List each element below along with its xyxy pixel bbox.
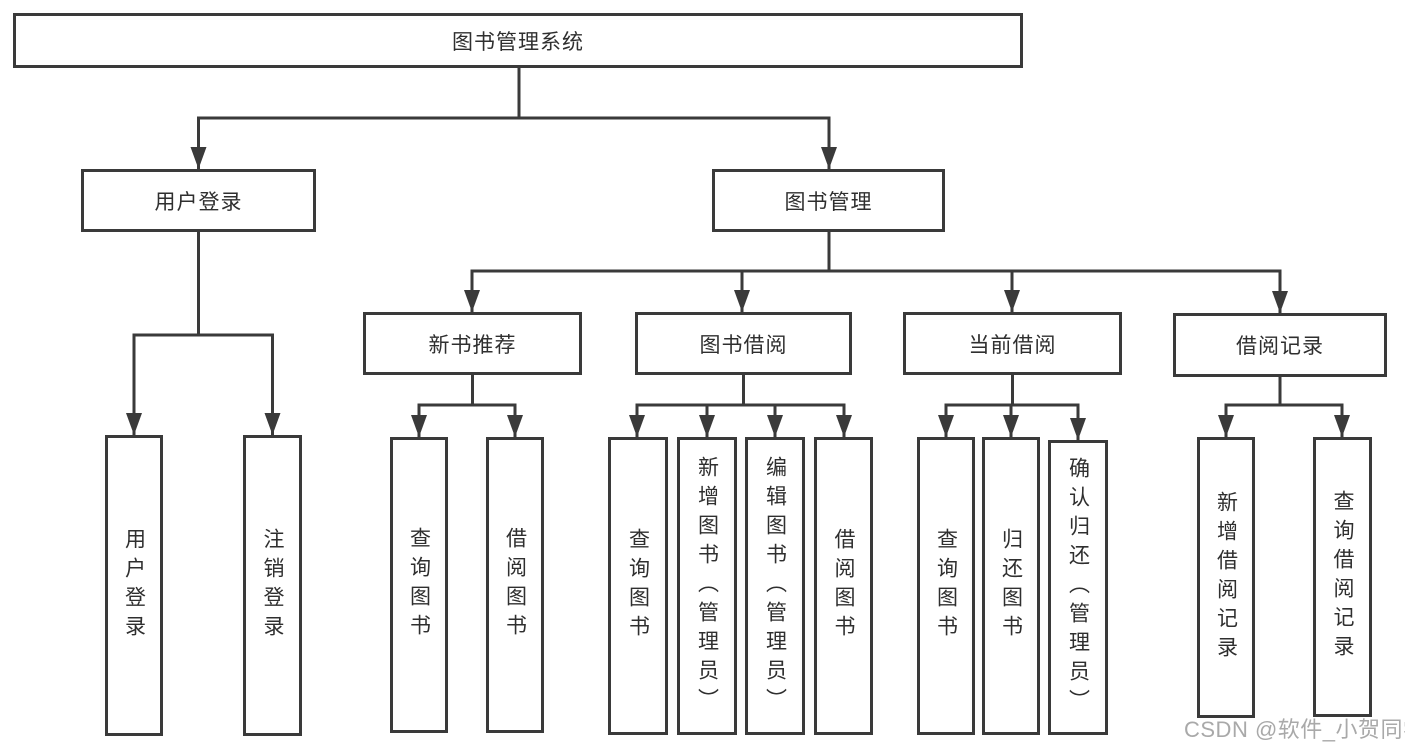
watermark-text: CSDN @软件_小贺同学 xyxy=(1184,717,1405,742)
node-leaf-return-book: 归还图书 xyxy=(982,437,1040,735)
node-user-login: 用户登录 xyxy=(81,169,316,232)
node-label: 用户登录 xyxy=(122,527,146,644)
node-label: 借阅图书 xyxy=(503,527,527,643)
connector-root-branch xyxy=(190,66,837,169)
node-label: 图书管理系统 xyxy=(452,30,584,54)
node-label: 借阅图书 xyxy=(832,528,855,644)
node-label: 图书管理 xyxy=(784,190,873,214)
node-book-management: 图书管理 xyxy=(712,169,945,232)
node-label: 借阅记录 xyxy=(1236,335,1324,358)
node-current-borrowing: 当前借阅 xyxy=(903,312,1122,375)
node-leaf-query-borrow-record: 查询借阅记录 xyxy=(1313,437,1372,717)
node-label: 注销登录 xyxy=(261,527,284,644)
node-label: 归还图书 xyxy=(999,528,1023,644)
node-label: 新增图书（管理员） xyxy=(695,455,719,717)
node-label: 查询图书 xyxy=(934,528,958,644)
node-label: 编辑图书（管理员） xyxy=(763,455,787,717)
node-leaf-add-book-admin: 新增图书（管理员） xyxy=(677,437,737,735)
node-leaf-user-login: 用户登录 xyxy=(105,435,163,736)
node-label: 新增借阅记录 xyxy=(1214,490,1238,665)
node-label: 查询图书 xyxy=(626,528,650,644)
connector-user-login-branch xyxy=(126,232,281,435)
node-leaf-borrow-books-1: 借阅图书 xyxy=(486,437,544,733)
node-label: 查询图书 xyxy=(407,527,431,643)
connector-book-borrowing-branch xyxy=(629,375,852,437)
node-label: 图书借阅 xyxy=(699,333,788,357)
node-leaf-logout: 注销登录 xyxy=(243,435,302,736)
node-system-root: 图书管理系统 xyxy=(13,13,1023,68)
node-borrowing-records: 借阅记录 xyxy=(1173,313,1387,377)
watermark: CSDN @软件_小贺同学 xyxy=(1184,712,1405,744)
node-book-borrowing: 图书借阅 xyxy=(635,312,852,375)
connector-current-borrowing-branch xyxy=(938,375,1086,440)
node-label: 用户登录 xyxy=(154,190,243,214)
node-leaf-query-books-1: 查询图书 xyxy=(390,437,448,733)
connector-new-book-branch xyxy=(411,375,523,437)
node-leaf-query-books-2: 查询图书 xyxy=(608,437,668,735)
node-leaf-edit-book-admin: 编辑图书（管理员） xyxy=(745,437,805,735)
node-label: 新书推荐 xyxy=(428,333,517,357)
node-label: 确认归还（管理员） xyxy=(1066,457,1090,718)
node-leaf-add-borrow-record: 新增借阅记录 xyxy=(1197,437,1255,718)
node-label: 查询借阅记录 xyxy=(1331,490,1354,664)
node-new-book-recommendation: 新书推荐 xyxy=(363,312,582,375)
node-leaf-query-books-3: 查询图书 xyxy=(917,437,975,735)
node-label: 当前借阅 xyxy=(968,333,1057,357)
node-leaf-confirm-return-admin: 确认归还（管理员） xyxy=(1048,440,1108,735)
node-leaf-borrow-books-2: 借阅图书 xyxy=(814,437,873,735)
connector-book-management-branch xyxy=(464,232,1288,313)
connector-borrowing-records-branch xyxy=(1218,377,1350,437)
